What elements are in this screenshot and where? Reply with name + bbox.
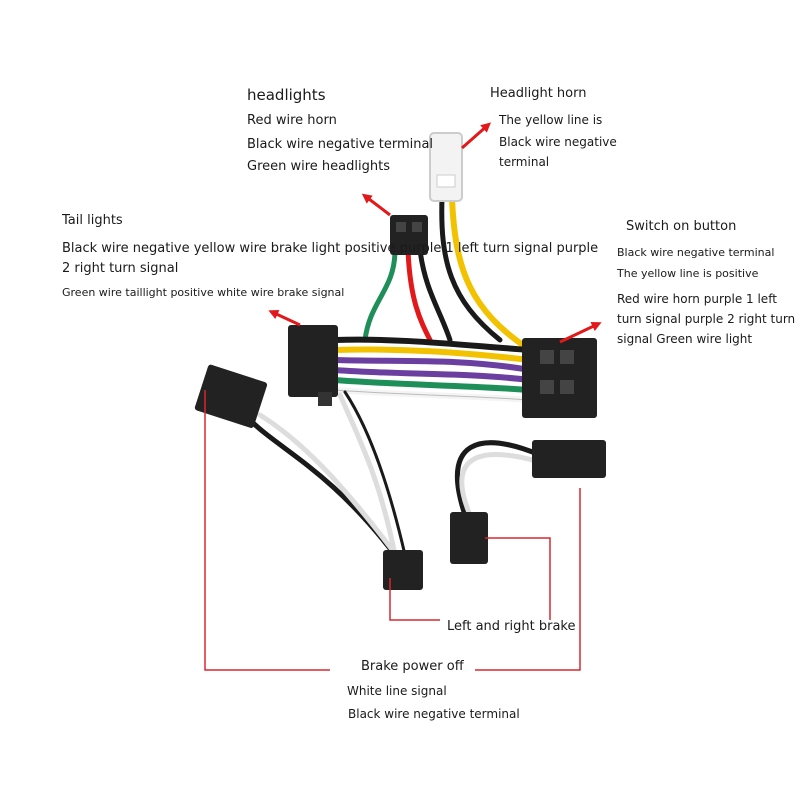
bracket-lr-right [485,537,551,620]
main-wire-bundle [332,336,533,403]
bracket-left [204,390,330,671]
brake-connector-right [532,440,606,478]
brake-connector-left [194,364,268,428]
bracket-right [475,488,581,671]
horn-line-2: Black wire negative [499,135,617,149]
switch-line-2: The yellow line is positive [617,267,759,280]
brake-line-2: Black wire negative terminal [348,707,520,721]
switch-line-1: Black wire negative terminal [617,246,775,259]
brake-connector-center [383,550,423,590]
tail-lights-line-2: 2 right turn signal [62,261,179,276]
arrow-switch [559,322,602,344]
bracket-lr-left [389,578,440,621]
brake-power-off-title: Brake power off [361,659,464,674]
headlights-line-2: Black wire negative terminal [247,137,434,152]
switch-line-3: Red wire horn purple 1 left [617,292,777,306]
tail-lights-title: Tail lights [62,213,123,228]
switch-line-5: signal Green wire light [617,332,753,346]
horn-line-3: terminal [499,155,550,169]
arrow-headlights [361,193,391,217]
bracket-lines [204,390,581,671]
horn-title: Headlight horn [490,86,587,101]
headlights-title: headlights [247,86,326,104]
switch-title: Switch on button [626,219,737,234]
brake-wire-bundle [247,390,543,563]
tail-lights-line-3: Green wire taillight positive white wire… [62,286,345,299]
switch-connector [522,338,597,418]
tail-lights-line-1: Black wire negative yellow wire brake li… [62,241,599,256]
headlights-line-3: Green wire headlights [247,159,390,174]
headlight-wire-bundle [362,247,453,343]
tail-light-connector [288,325,338,406]
arrow-tail-lights [268,309,301,327]
brake-line-1: White line signal [347,684,447,698]
headlight-connector [390,215,428,255]
callout-arrows [268,122,602,344]
switch-line-4: turn signal purple 2 right turn [617,312,796,326]
horn-wire-bundle [439,195,533,353]
headlights-line-1: Red wire horn [247,113,337,128]
horn-connector [429,132,463,202]
horn-line-1: The yellow line is [499,113,603,127]
brake-connector-mid [450,512,488,564]
arrow-horn [461,122,491,150]
left-right-brake-label: Left and right brake [447,619,576,634]
